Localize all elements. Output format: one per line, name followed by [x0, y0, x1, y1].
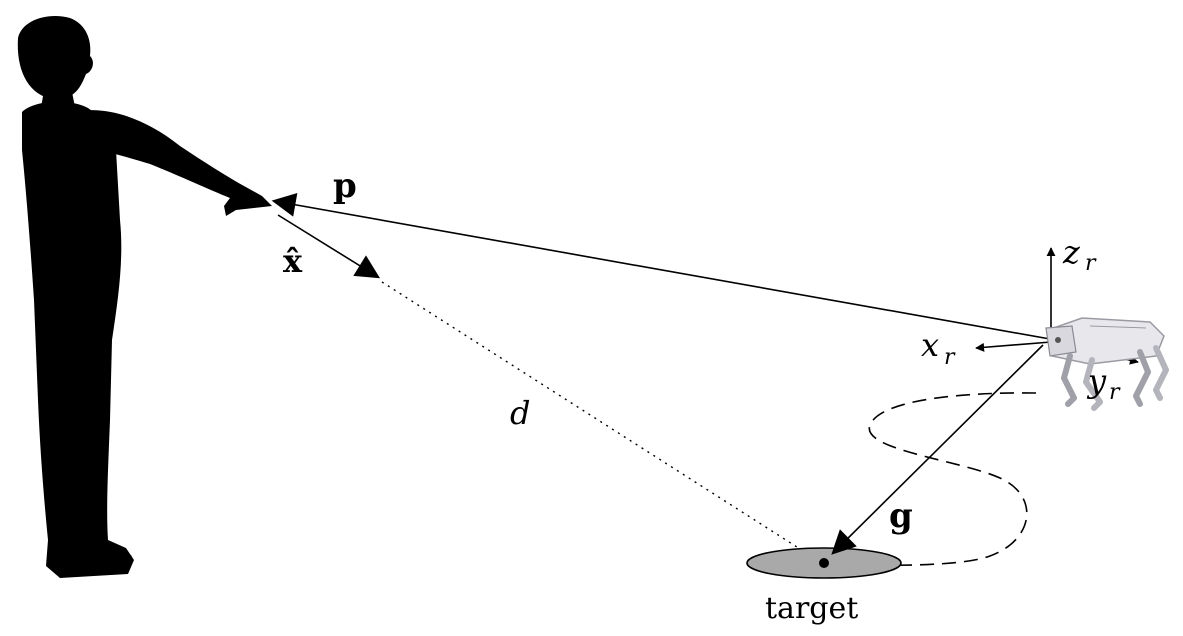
robot-leg-front-right	[1083, 357, 1103, 411]
robot-torso	[1047, 317, 1165, 365]
label-g: g	[889, 496, 913, 536]
target-point	[819, 558, 829, 568]
axis-x-r	[975, 341, 1052, 352]
label-x-r-sub: r	[944, 345, 956, 370]
robot-leg-front-left	[1061, 353, 1077, 407]
label-x-r: x r	[921, 326, 956, 370]
label-d: d	[510, 394, 530, 432]
label-z-r-sub: r	[1085, 251, 1097, 276]
label-y-r-main: y	[1086, 362, 1107, 400]
vector-x-hat-line	[277, 214, 381, 279]
human-foot	[76, 540, 132, 566]
human-head	[17, 16, 93, 98]
label-x-r-main: x	[921, 326, 939, 364]
robot-leg-rear-right	[1153, 345, 1169, 401]
label-y-r-sub: r	[1109, 380, 1121, 405]
label-y-r: y r	[1086, 362, 1121, 405]
pointing-ray-dotted	[381, 281, 823, 564]
vector-g-line	[831, 344, 1044, 555]
label-target: target	[765, 591, 858, 626]
human-body	[22, 101, 134, 578]
robot-trajectory-dashed	[839, 392, 1037, 567]
human-arm	[74, 110, 272, 216]
label-p: p	[333, 166, 357, 206]
label-z-r: z r	[1062, 233, 1097, 276]
vector-p-line	[271, 192, 1051, 340]
label-z-r-main: z	[1062, 233, 1081, 271]
human-silhouette	[17, 16, 272, 578]
robot-leg-rear-left	[1133, 349, 1151, 407]
robot-head	[1045, 325, 1077, 357]
label-x-hat: x̂	[283, 242, 303, 280]
quadruped-robot	[1045, 317, 1169, 411]
